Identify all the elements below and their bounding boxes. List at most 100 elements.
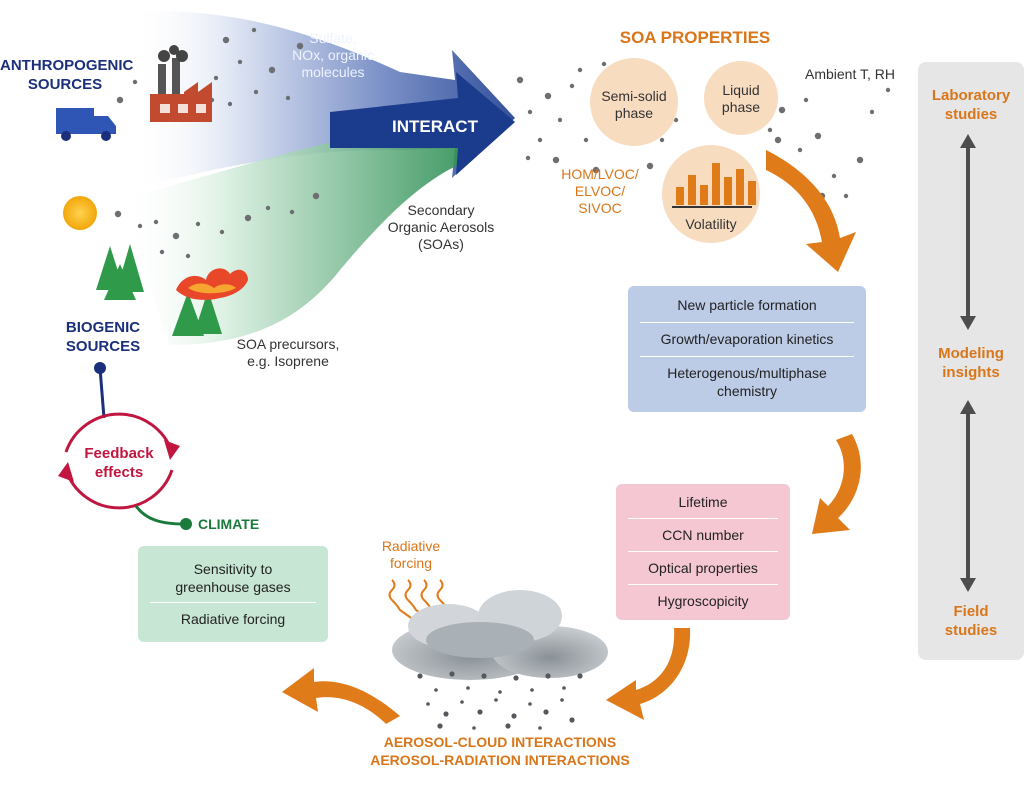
particle-dot <box>227 101 233 107</box>
rain-particle <box>530 688 534 692</box>
rain-particle <box>528 702 532 706</box>
particle-dot <box>219 229 225 235</box>
particle-dot <box>527 109 533 115</box>
rain-particle <box>449 671 455 677</box>
cycle-arrows <box>282 150 861 724</box>
cloud-icon <box>392 590 608 680</box>
rain-particle <box>481 673 487 679</box>
particle-dot <box>213 75 219 81</box>
arrow-to-climate-box <box>282 668 400 724</box>
factory-icon <box>150 45 212 122</box>
volatility-bars-icon <box>676 163 756 205</box>
particle-dot <box>195 221 201 227</box>
semi-solid-phase-circle <box>590 58 678 146</box>
particle-dot <box>885 87 891 93</box>
rain-particle <box>577 673 583 679</box>
rain-particle <box>513 675 519 681</box>
liquid-phase-label: Liquid phase <box>721 82 761 115</box>
soa-label: Secondary Organic Aerosols (SOAs) <box>387 202 495 252</box>
process-item: Heterogenous/multiphase chemistry <box>667 365 827 399</box>
volatility-bar <box>736 169 744 205</box>
hom-lvoc-label: HOM/LVOC/ ELVOC/ SIVOC <box>561 166 639 216</box>
particle-dot <box>253 89 259 95</box>
soa-properties-title: SOA PROPERTIES <box>619 28 771 47</box>
particle-dot <box>577 67 583 73</box>
particle-dot <box>268 66 276 74</box>
methods-panel <box>918 62 1024 660</box>
radiative-forcing-label: Radiative forcing <box>381 538 441 571</box>
anthropogenic-emissions-label: Sulfate, NOx, organic molecules <box>292 30 374 80</box>
particle-dot <box>778 106 786 114</box>
particle-dot <box>552 156 560 164</box>
particle-dot <box>132 79 138 85</box>
particle-dot <box>251 27 257 33</box>
volatility-bar <box>688 175 696 205</box>
volatility-bar <box>676 187 684 205</box>
volatility-bar <box>700 185 708 205</box>
semi-solid-phase-label: Semi-solid phase <box>601 88 667 121</box>
particle-dot <box>569 83 575 89</box>
climate-box: Sensitivity to greenhouse gases Radiativ… <box>138 546 328 642</box>
impact-box: Lifetime CCN number Optical properties H… <box>616 484 790 620</box>
particle-dot <box>646 162 654 170</box>
particle-dot <box>285 95 291 101</box>
rain-particle <box>477 709 483 715</box>
rain-particle <box>545 673 551 679</box>
truck-icon <box>56 108 116 141</box>
particle-dot <box>296 42 304 50</box>
ambient-conditions-label: Ambient T, RH <box>805 66 895 82</box>
climate-item: Radiative forcing <box>180 611 286 627</box>
particle-dot <box>659 137 665 143</box>
methods-arrows <box>960 134 976 592</box>
laboratory-studies-label: Laboratory studies <box>931 87 1011 123</box>
aerosol-rain <box>417 671 583 730</box>
particle-dot <box>673 117 679 123</box>
particle-dot <box>592 166 600 174</box>
rain-particle <box>543 709 549 715</box>
rain-particle <box>494 698 498 702</box>
rain-particle <box>466 686 470 690</box>
process-box: New particle formation Growth/evaporatio… <box>628 286 866 412</box>
particle-dot <box>544 92 552 100</box>
particle-dot <box>601 61 607 67</box>
interact-arrow <box>330 72 515 175</box>
process-item: New particle formation <box>677 297 817 313</box>
rain-particle <box>472 726 476 730</box>
impact-item: CCN number <box>662 527 744 543</box>
particle-dot <box>289 209 295 215</box>
particle-dot <box>525 155 531 161</box>
rain-particle <box>434 688 438 692</box>
rain-particle <box>560 698 564 702</box>
anthropogenic-sources-label: ANTHROPOGENIC SOURCES <box>0 57 134 93</box>
rain-particle <box>443 711 449 717</box>
rain-particle <box>426 702 430 706</box>
aerosol-cloud-interactions-label: AEROSOL-CLOUD INTERACTIONS <box>383 734 617 750</box>
particle-dot <box>537 137 543 143</box>
particle-dot <box>244 214 252 222</box>
rain-particle <box>505 723 511 729</box>
particle-dot <box>222 36 230 44</box>
aerosol-particles <box>114 27 891 259</box>
modeling-insights-label: Modeling insights <box>938 345 1004 381</box>
impact-item: Lifetime <box>678 494 728 510</box>
wildfire-icon <box>176 268 248 300</box>
volatility-bar <box>712 163 720 205</box>
process-item: Growth/evaporation kinetics <box>660 331 834 347</box>
particle-dot <box>583 137 589 143</box>
feedback-effects-label: Feedback effects <box>84 445 154 481</box>
particle-dot <box>185 253 191 259</box>
volatility-bar <box>724 177 732 205</box>
particle-dot <box>843 193 849 199</box>
impact-item: Hygroscopicity <box>657 593 749 609</box>
tree-icon <box>96 244 222 336</box>
particle-dot <box>774 136 782 144</box>
particle-dot <box>159 249 165 255</box>
liquid-phase-circle <box>704 61 778 135</box>
particle-dot <box>797 147 803 153</box>
particle-dot <box>137 223 143 229</box>
particle-dot <box>831 173 837 179</box>
particle-dot <box>114 210 122 218</box>
biogenic-sources-label: BIOGENIC SOURCES <box>65 319 141 355</box>
arrow-to-process-box <box>766 150 856 272</box>
